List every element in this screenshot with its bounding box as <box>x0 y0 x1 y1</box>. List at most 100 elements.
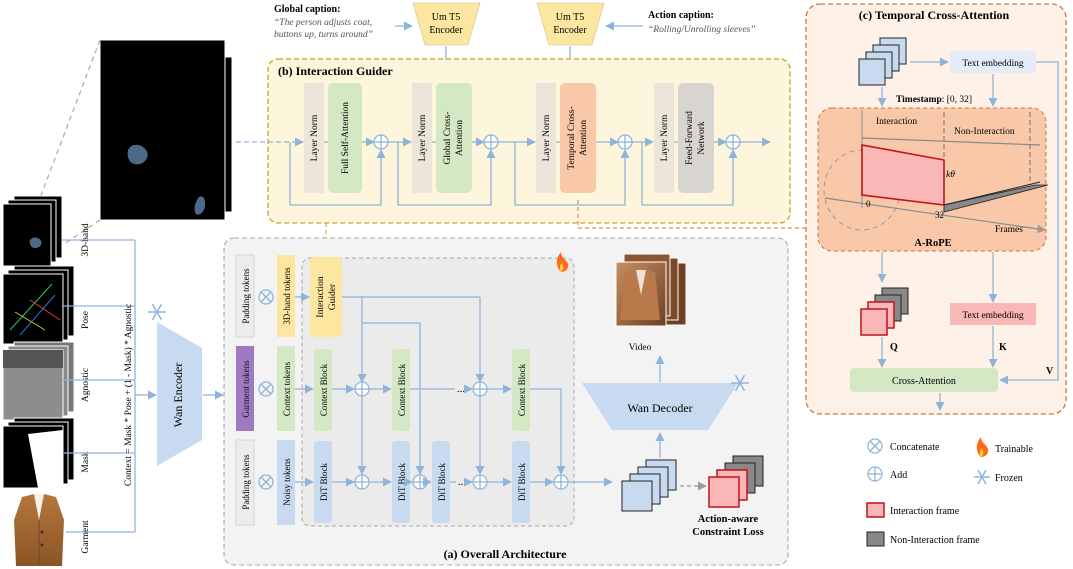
feed-forward-network <box>678 83 714 193</box>
interaction-axis-label: Interaction <box>876 117 917 127</box>
legend-trainable: Trainable <box>995 444 1034 455</box>
temporal-cross-attention <box>560 83 596 193</box>
k-theta-label: kθ <box>946 170 955 180</box>
svg-text:Interaction: Interaction <box>316 276 326 317</box>
text-embedding-top <box>950 51 1036 73</box>
add-icon <box>472 381 488 397</box>
non-interaction-frame-swatch <box>866 531 885 547</box>
dit-block-n <box>512 441 530 523</box>
svg-text:Feed-Forward: Feed-Forward <box>685 111 695 165</box>
svg-text:Global Cross-: Global Cross- <box>443 111 453 164</box>
dit-block-3 <box>432 441 450 523</box>
output-video-frames <box>615 253 687 327</box>
q-frame-stack <box>860 287 909 336</box>
frames-axis-label: Frames <box>995 225 1023 235</box>
svg-text:Network: Network <box>697 121 707 154</box>
svg-text:Context tokens: Context tokens <box>282 361 292 416</box>
add-icon <box>373 134 389 150</box>
svg-text:Layer Norm: Layer Norm <box>310 114 320 161</box>
global-caption-title: Global caption: <box>274 4 340 15</box>
svg-text:Attention: Attention <box>579 120 589 156</box>
q-label: Q <box>890 342 898 353</box>
interaction-guider-panel: (b) Interaction Guider Layer Norm Full S… <box>236 58 791 224</box>
svg-text:Temporal Cross-: Temporal Cross- <box>567 106 577 169</box>
non-interaction-axis-label: Non-Interaction <box>954 127 1015 137</box>
svg-text:Um T5: Um T5 <box>556 12 584 23</box>
dit-ellipsis: ... <box>458 476 467 488</box>
context-block-2 <box>392 349 410 431</box>
svg-text:Layer Norm: Layer Norm <box>418 114 428 161</box>
hand-render-stack <box>99 39 233 221</box>
thirty-two-label: 32 <box>935 210 944 220</box>
interaction-frame-swatch <box>866 502 885 518</box>
temporal-title: (c) Temporal Cross-Attention <box>859 8 1010 22</box>
mask-input-thumbnail <box>2 417 75 489</box>
svg-text:Text embedding: Text embedding <box>962 311 1024 321</box>
k-label: K <box>999 342 1007 353</box>
svg-text:Context Block: Context Block <box>319 363 329 416</box>
loss-label-1: Action-aware <box>698 514 759 525</box>
context-block-1 <box>314 349 332 431</box>
arope-box: Interaction Non-Interaction kθ 0 32 Fram… <box>817 107 1049 252</box>
arope-label: A-RoPE <box>914 238 951 249</box>
add-icon <box>553 474 569 490</box>
timestamp-label: Timestamp: [0, 32] <box>896 95 972 105</box>
legend-add: Add <box>890 470 907 481</box>
svg-text:Full Self-Attention: Full Self-Attention <box>340 102 351 174</box>
global-t5-encoder: Um T5 Encoder <box>412 2 481 46</box>
concatenate-icon <box>258 381 274 397</box>
add-icon <box>472 474 488 490</box>
padding-tokens-1 <box>235 254 255 338</box>
svg-text:Attention: Attention <box>455 120 465 156</box>
query-token-stack <box>858 37 907 86</box>
pose-input-label: Pose <box>81 311 91 329</box>
temporal-cross-attention-panel: (c) Temporal Cross-Attention Text embedd… <box>805 3 1067 415</box>
layer-norm-1 <box>304 83 324 193</box>
v-label: V <box>1046 366 1054 377</box>
text-embedding-bottom <box>950 303 1036 325</box>
legend-non-interaction-frame: Non-Interaction frame <box>890 535 980 546</box>
trainable-icon <box>556 252 569 272</box>
agnostic-input-thumbnail <box>2 341 75 421</box>
garment-tokens <box>236 346 254 431</box>
hand-tokens <box>277 255 295 337</box>
svg-text:Context Block: Context Block <box>397 363 407 416</box>
agnostic-input-label: Agnostic <box>81 368 91 402</box>
loss-label-2: Constraint Loss <box>692 527 763 538</box>
add-icon <box>412 474 428 490</box>
wan-encoder: Wan Encoder <box>157 322 202 466</box>
svg-text:DiT Block: DiT Block <box>517 462 527 501</box>
svg-text:DiT Block: DiT Block <box>397 462 407 501</box>
action-aware-frames <box>708 455 764 508</box>
layer-norm-2 <box>412 83 432 193</box>
dit-block-1 <box>314 441 332 523</box>
svg-text:Guider: Guider <box>328 283 338 310</box>
svg-text:DiT Block: DiT Block <box>319 462 329 501</box>
action-caption-title: Action caption: <box>648 10 714 21</box>
context-formula: Context = Mask * Pose + (1 - Mask) * Agn… <box>123 304 134 486</box>
action-caption: Action caption: “Rolling/Unrolling sleev… <box>648 10 756 35</box>
overall-architecture-title: (a) Overall Architecture <box>444 547 568 561</box>
svg-text:Padding tokens: Padding tokens <box>241 454 251 510</box>
add-icon <box>725 134 741 150</box>
dit-block-2 <box>392 441 410 523</box>
concatenate-icon <box>258 474 274 490</box>
full-self-attention <box>328 83 362 193</box>
interaction-guider-title: (b) Interaction Guider <box>278 64 393 78</box>
svg-text:3D-hand tokens: 3D-hand tokens <box>282 267 292 325</box>
svg-text:Um T5: Um T5 <box>432 12 460 23</box>
output-latent-stack <box>621 459 677 512</box>
concatenate-icon <box>258 289 274 305</box>
context-ellipsis: ... <box>457 383 466 395</box>
svg-text:Text embedding: Text embedding <box>962 59 1024 69</box>
hand-input-thumbnail <box>2 195 63 267</box>
svg-text:DiT Block: DiT Block <box>437 462 447 501</box>
svg-text:Wan Decoder: Wan Decoder <box>627 401 692 415</box>
layer-norm-4 <box>654 83 674 193</box>
svg-text:Wan Encoder: Wan Encoder <box>171 363 185 428</box>
pose-input-thumbnail <box>2 265 75 345</box>
overall-architecture-panel: (a) Overall Architecture Padding tokens … <box>223 237 789 566</box>
action-t5-encoder: Um T5 Encoder <box>536 2 605 46</box>
global-caption-line1: “The person adjusts coat, <box>274 18 372 28</box>
